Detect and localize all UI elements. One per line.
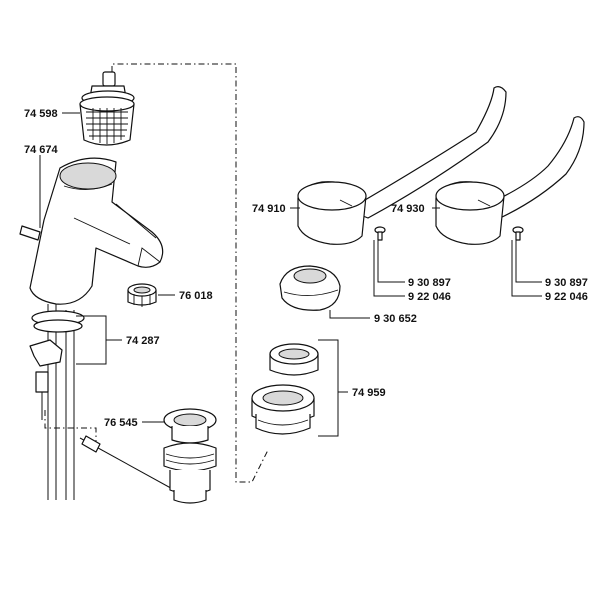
waste-valve-drawing [163,408,217,504]
lever-handle-a-drawing [297,86,507,245]
label-spout-body: 74 674 [24,144,59,156]
label-cap-b: 9 22 046 [545,291,588,303]
screw-cap-b-drawing [511,226,542,297]
label-cartridge: 74 598 [24,108,58,120]
label-pop-rod-set: 74 287 [126,335,160,347]
label-cap-a: 9 22 046 [408,291,451,303]
assembly-dash-lines [44,63,269,483]
cartridge-drawing [79,71,135,146]
aerator-drawing [127,283,157,307]
label-aerator: 76 018 [179,290,213,302]
label-adapter-set: 74 959 [352,387,386,399]
lever-handle-b-drawing [435,116,585,245]
label-cover-cap: 9 30 652 [374,313,417,325]
adapter-set-drawing [251,343,319,435]
label-waste-valve: 76 545 [104,417,138,429]
label-lever-handle-a: 74 910 [252,203,286,215]
pop-rod-set-drawing [29,304,179,500]
cover-cap-drawing [279,265,341,311]
spout-body-drawing [19,157,164,305]
label-screw-b: 9 30 897 [545,277,588,289]
leader-lines [39,112,440,437]
label-screw-a: 9 30 897 [408,277,451,289]
part-labels: 74 598 74 674 76 018 74 287 76 545 74 91… [24,108,588,429]
screw-cap-a-drawing [373,226,405,297]
label-lever-handle-b: 74 930 [391,203,425,215]
